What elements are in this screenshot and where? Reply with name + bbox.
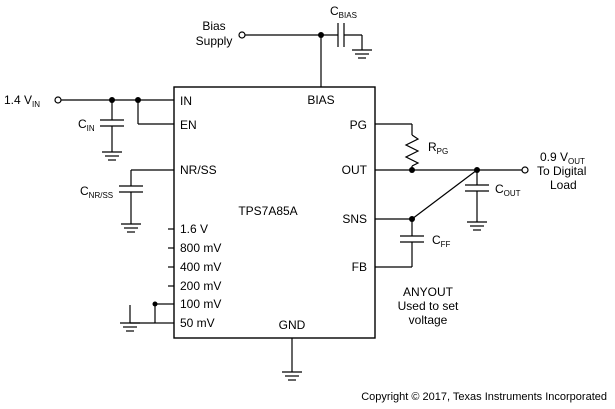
- anyout-pin-stubs: [168, 228, 174, 324]
- cout-capacitor: [465, 170, 489, 231]
- pin-800mv-label: 800 mV: [180, 241, 221, 255]
- bias-supply-label-2: Supply: [196, 34, 233, 48]
- cnrss-capacitor: [119, 169, 174, 233]
- rpg-label: RPG: [428, 140, 448, 156]
- vin-label: 1.4 VIN: [4, 93, 40, 109]
- rpg-resistor: [375, 123, 420, 173]
- anyout-note-3: voltage: [409, 313, 448, 327]
- cout-label: COUT: [495, 182, 521, 198]
- anyout-note-1: ANYOUT: [403, 285, 454, 299]
- chip-body: [173, 86, 376, 339]
- vout-label: 0.9 VOUT: [540, 150, 585, 166]
- vout-label-line3: Load: [550, 178, 577, 192]
- pin-fb-label: FB: [352, 260, 367, 274]
- pin-en-label: EN: [180, 118, 197, 132]
- pin-50mv-label: 50 mV: [180, 316, 215, 330]
- pin-pg-label: PG: [350, 118, 367, 132]
- cin-capacitor: [100, 100, 124, 161]
- sense-wire: [411, 169, 478, 220]
- chip-name: TPS7A85A: [238, 204, 297, 218]
- cff-capacitor: [375, 216, 424, 268]
- copyright-text: Copyright © 2017, Texas Instruments Inco…: [361, 391, 607, 403]
- pin-in-label: IN: [180, 94, 192, 108]
- gnd-ground: [282, 338, 302, 381]
- pin-bias-label: BIAS: [307, 93, 334, 107]
- vout-terminal: [521, 166, 529, 174]
- en-connection: [137, 100, 174, 125]
- cbias-capacitor: [337, 23, 372, 59]
- vin-terminal: [54, 96, 62, 104]
- pin-1v6-label: 1.6 V: [180, 222, 208, 236]
- vout-label-line2: To Digital: [537, 164, 586, 178]
- pin-sns-label: SNS: [342, 212, 367, 226]
- anyout-ground: [120, 301, 168, 332]
- pin-out-label: OUT: [342, 163, 368, 177]
- pin-gnd-label: GND: [279, 318, 306, 332]
- bias-supply-label-1: Bias: [202, 19, 225, 33]
- pin-400mv-label: 400 mV: [180, 260, 221, 274]
- anyout-note-2: Used to set: [398, 299, 459, 313]
- cin-label: CIN: [78, 117, 95, 133]
- cnrss-label: CNR/SS: [80, 184, 113, 200]
- bias-terminal: [238, 31, 246, 39]
- cff-label: CFF: [432, 233, 451, 249]
- pin-200mv-label: 200 mV: [180, 279, 221, 293]
- cbias-label: CBIAS: [330, 4, 357, 20]
- pin-100mv-label: 100 mV: [180, 297, 221, 311]
- pin-nrss-label: NR/SS: [180, 163, 217, 177]
